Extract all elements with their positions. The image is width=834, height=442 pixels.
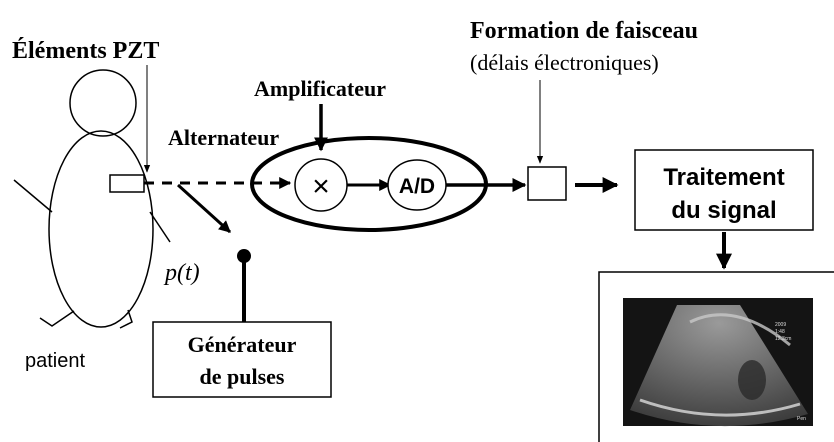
pulse-signal-label: p(t) [163, 260, 200, 286]
pulse-generator-label-line2: de pulses [200, 364, 285, 389]
patient-head [69, 69, 137, 137]
patient-body [48, 130, 154, 328]
ultrasound-overlay-line-1: 2009 [775, 322, 786, 328]
pzt-to-pulse-arrow [176, 183, 232, 234]
amplifier-label: Amplificateur [254, 76, 386, 101]
patient-right-arm [149, 211, 171, 243]
patient-left-leg [39, 310, 75, 327]
beamforming-subtitle: (délais électroniques) [470, 50, 659, 75]
patient-right-leg [119, 309, 133, 329]
beamformer-box [527, 166, 567, 201]
ultrasound-dark-region [738, 360, 766, 400]
adc-label: A/D [399, 175, 435, 198]
beamforming-title: Formation de faisceau [470, 18, 698, 44]
patient-label: patient [25, 350, 85, 372]
signal-processing-label-line1: Traitement [663, 164, 784, 191]
signal-processing-box [634, 149, 814, 231]
ultrasound-overlay-line-2: 1:48 [775, 329, 785, 335]
display-frame [598, 271, 834, 442]
multiply-symbol: × [312, 170, 330, 203]
patient-left-arm [13, 179, 53, 213]
ultrasound-bottom-edge [639, 398, 801, 417]
pulse-generator-box [152, 321, 332, 398]
pzt-elements-label: Éléments PZT [12, 38, 159, 64]
ultrasound-sector [630, 305, 808, 427]
signal-processing-label-line2: du signal [671, 197, 776, 224]
patient-figure [13, 69, 171, 329]
ultrasound-bright-band [689, 313, 791, 347]
ultrasound-overlay-corner: Pen [797, 416, 806, 422]
alternator-label: Alternateur [168, 125, 279, 150]
ultrasound-overlay-line-3: 12.3cm [775, 336, 791, 342]
ultrasound-image: 2009 1:48 12.3cm Pen [623, 298, 813, 427]
pzt-element-box [109, 174, 145, 193]
pulse-generator-label-line1: Générateur [188, 332, 297, 357]
